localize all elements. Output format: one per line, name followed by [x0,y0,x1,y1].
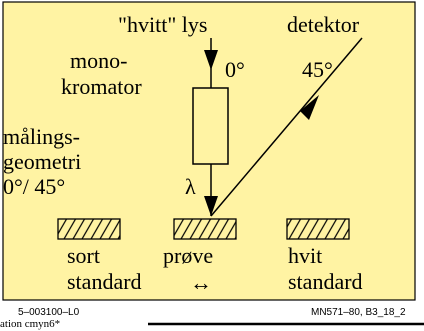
monochromator-label-line1: mono- [70,48,127,73]
sample-label: prøve [163,243,213,268]
footer-cut-text: ation cmyn6* [0,318,60,330]
white-standard-label-line2: standard [288,269,363,294]
footer-right-code: MN571–80, B3_18_2 [311,307,406,318]
sample-move-arrow: ↔ [190,270,212,295]
incidence-angle-label: 0° [225,57,245,82]
reflected-beam [210,37,363,217]
white-standard-label-line1: hvit [288,243,322,268]
wavelength-symbol: λ [185,174,196,199]
light-source-label: "hvitt" lys [118,12,207,37]
viewing-angle-label: 45° [302,57,333,82]
monochromator-label-line2: kromator [61,74,142,99]
sample-plate [173,218,237,240]
incident-arrowhead-top [204,50,218,70]
footer-left-code: 5–003100–L0 [18,307,80,318]
monochromatic-arrowhead [204,196,218,216]
detector-label: detektor [287,12,360,37]
geometry-label-line1: målings- [3,124,80,149]
black-standard-plate [57,218,121,240]
reflected-arrowhead [300,95,319,120]
geometry-label-line2: geometri [3,149,81,174]
black-standard-label-line2: standard [67,269,142,294]
black-standard-label-line1: sort [67,243,100,268]
geometry-label-line3: 0°/ 45° [3,174,65,199]
white-standard-plate [286,218,350,240]
